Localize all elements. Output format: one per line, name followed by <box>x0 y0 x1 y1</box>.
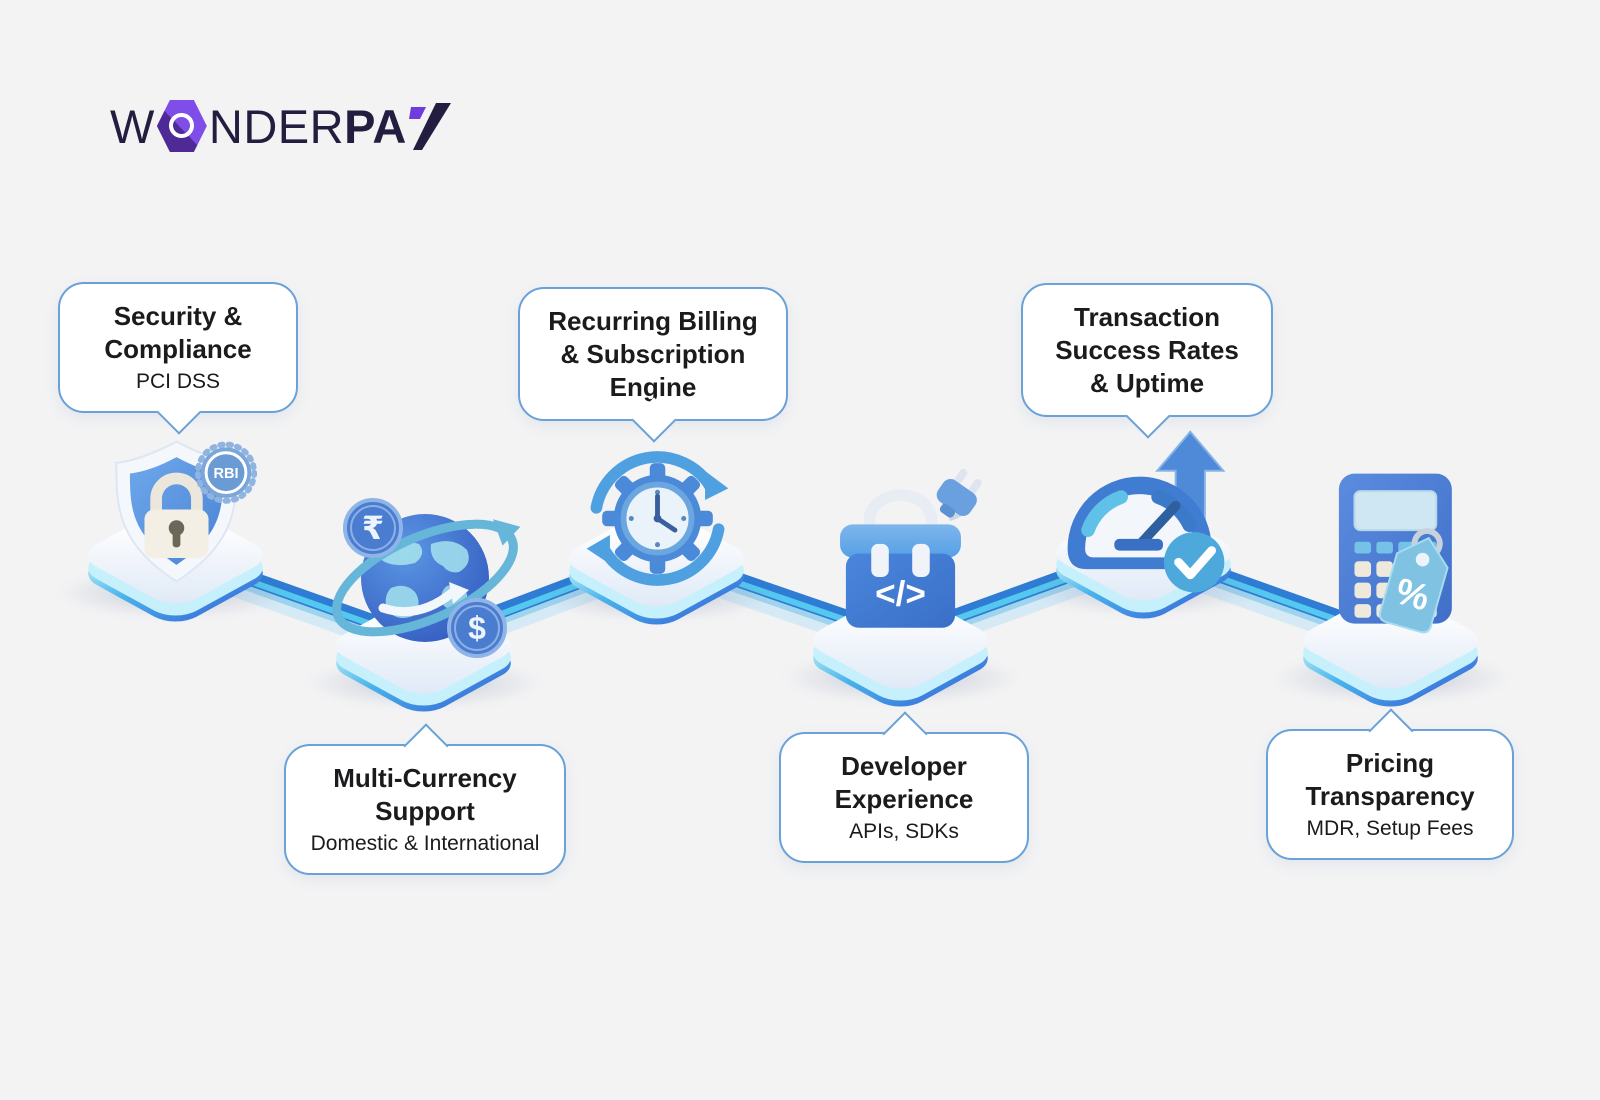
rupee-coin: ₹ <box>343 498 403 558</box>
platform <box>301 575 547 719</box>
calculator-icon: % <box>1338 473 1452 634</box>
logo-text-pa: PA <box>344 99 407 153</box>
logo-text-nder: NDER <box>208 99 345 153</box>
callout-subtitle: APIs, SDKs <box>849 819 959 843</box>
refresh-arrow-bottom <box>598 523 725 586</box>
lock-shackle <box>150 472 203 518</box>
callout-title: Transaction Success Rates & Uptime <box>1055 302 1239 398</box>
gauge-arc-low <box>1081 490 1128 537</box>
callout-subtitle: MDR, Setup Fees <box>1306 816 1474 840</box>
callout-recurring-billing: Recurring Billing & Subscription Engine <box>518 287 788 443</box>
code-glyph: </> <box>875 574 926 613</box>
rbi-badge: RBI <box>194 441 258 504</box>
callout-subtitle: Domestic & International <box>310 831 540 855</box>
callout-title: Developer Experience <box>834 751 974 814</box>
globe-currency-exchange-icon: ₹ $ <box>325 478 525 678</box>
callout-title: Pricing Transparency <box>1305 748 1475 811</box>
callout-pricing-transparency: Pricing Transparency MDR, Setup Fees <box>1266 707 1514 860</box>
speedometer-icon <box>1067 430 1226 593</box>
percent-tag: % <box>1378 528 1449 634</box>
toolbox-code-plug-icon: </> <box>803 462 998 657</box>
recurring-billing-icon <box>586 451 729 586</box>
speedometer-uptime-check-icon <box>1052 424 1237 609</box>
logo-y-icon <box>408 102 451 150</box>
callout-title: Multi-Currency Support <box>333 763 517 826</box>
platform <box>1268 570 1514 714</box>
check-badge <box>1163 532 1225 593</box>
shield-lock-icon: RBI <box>115 440 258 583</box>
logo-text-w: W <box>110 99 155 153</box>
callout-transaction-success: Transaction Success Rates & Uptime <box>1021 283 1273 439</box>
shield-lock-rbi-icon: RBI <box>94 428 259 593</box>
gear-clock-refresh-icon <box>575 436 740 601</box>
developer-toolbox-icon: </> <box>840 468 982 628</box>
callout-security-compliance: Security & Compliance PCI DSS <box>58 282 298 435</box>
dollar-coin: $ <box>447 598 507 658</box>
gauge-needle <box>1134 500 1181 550</box>
plug-icon <box>936 468 982 518</box>
svg-text:$: $ <box>468 610 486 646</box>
toolbox-lid <box>840 524 961 558</box>
wonderpay-logo: W NDER PA <box>110 100 451 152</box>
calculator-screen <box>1353 490 1438 532</box>
callout-title: Security & Compliance <box>104 301 252 364</box>
svg-text:RBI: RBI <box>213 466 238 482</box>
globe-icon: ₹ $ <box>332 498 521 658</box>
callout-subtitle: PCI DSS <box>135 369 221 393</box>
callout-title: Recurring Billing & Subscription Engine <box>548 306 758 402</box>
platform <box>1021 482 1267 626</box>
orbit-arrow <box>332 519 521 637</box>
platform <box>778 570 1024 714</box>
callout-developer-experience: Developer Experience APIs, SDKs <box>779 710 1029 863</box>
exchange-arrow <box>378 587 458 617</box>
callout-multi-currency: Multi-Currency Support Domestic & Intern… <box>284 722 566 875</box>
refresh-arrow-top <box>590 451 717 514</box>
toolbox-handle <box>863 489 938 533</box>
calculator-percent-tag-icon: % <box>1298 460 1483 645</box>
svg-text:₹: ₹ <box>362 509 384 547</box>
